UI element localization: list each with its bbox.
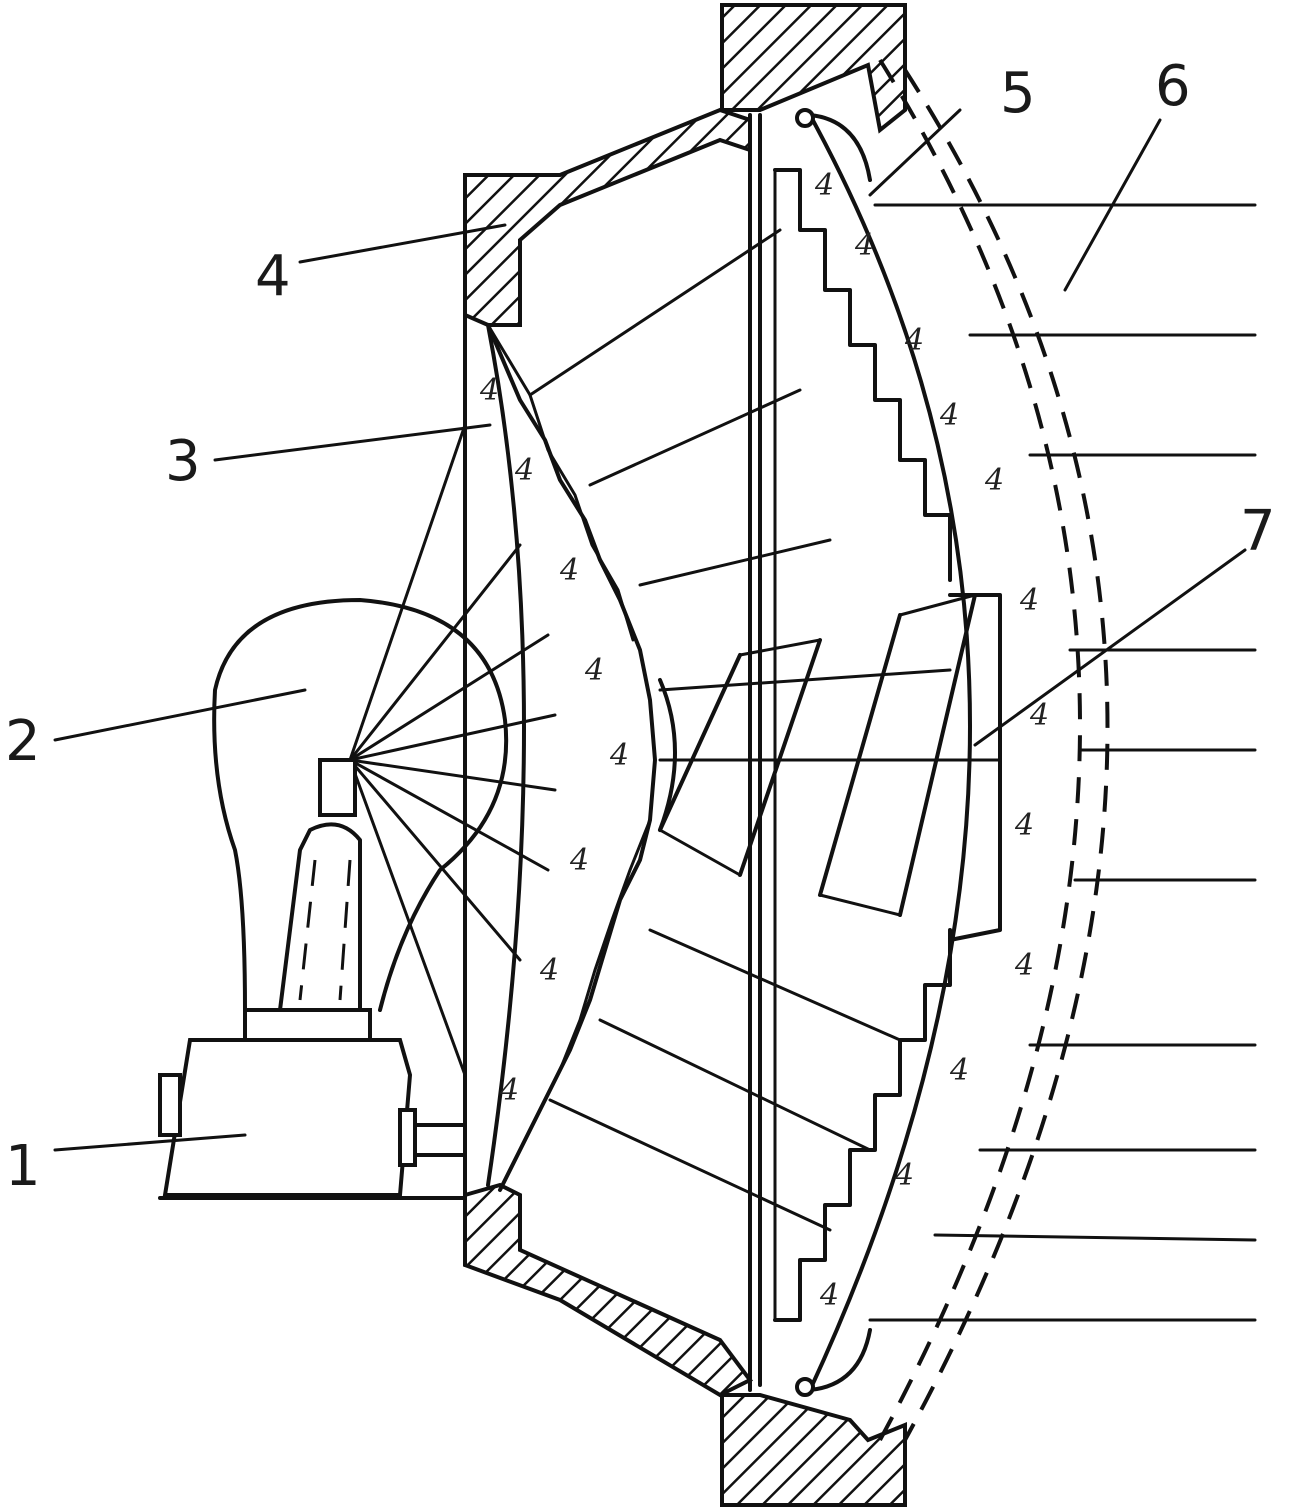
svg-text:4: 4 — [854, 228, 874, 263]
label-3: 3 — [165, 429, 201, 494]
housing-top-left — [463, 107, 752, 327]
svg-text:4: 4 — [499, 1073, 519, 1108]
svg-text:4: 4 — [539, 953, 559, 988]
svg-text:4: 4 — [984, 463, 1004, 498]
label-5: 5 — [1000, 61, 1036, 126]
svg-text:4: 4 — [479, 373, 499, 408]
svg-text:4: 4 — [584, 653, 604, 688]
svg-text:4: 4 — [1014, 808, 1034, 843]
rear-reflector — [486, 323, 657, 1192]
svg-text:4: 4 — [949, 1053, 969, 1088]
callout-numbers: 1 2 3 4 5 6 7 — [5, 54, 1276, 1199]
leader-lines — [53, 108, 1247, 1152]
glass-marks: 4 4 4 4 4 4 4 4 4 4 4 4 4 4 4 4 4 4 4 4 — [479, 168, 1049, 1313]
lamp-bulb — [212, 598, 509, 1057]
svg-text:4: 4 — [819, 1278, 839, 1313]
label-7: 7 — [1240, 499, 1276, 564]
svg-text:4: 4 — [1029, 698, 1049, 733]
svg-text:4: 4 — [514, 453, 534, 488]
label-6: 6 — [1155, 54, 1191, 119]
svg-text:4: 4 — [894, 1158, 914, 1193]
lamp-socket — [158, 1038, 467, 1200]
housing-top-right — [720, 3, 907, 134]
svg-text:4: 4 — [1014, 948, 1034, 983]
label-4: 4 — [255, 244, 291, 309]
step-lens — [773, 168, 952, 1322]
outer-cover — [878, 58, 1110, 1441]
svg-text:4: 4 — [1019, 583, 1039, 618]
svg-text:4: 4 — [569, 843, 589, 878]
svg-text:4: 4 — [559, 553, 579, 588]
svg-text:4: 4 — [939, 398, 959, 433]
housing — [463, 3, 907, 1507]
housing-bottom-right — [720, 1393, 907, 1507]
label-2: 2 — [5, 709, 41, 774]
svg-text:4: 4 — [904, 323, 924, 358]
heating-coil — [658, 593, 1002, 942]
front-lens — [795, 108, 972, 1397]
housing-bottom-left — [463, 1182, 754, 1398]
svg-text:4: 4 — [814, 168, 834, 203]
light-rays — [348, 203, 1257, 1322]
label-1: 1 — [5, 1134, 41, 1199]
svg-text:4: 4 — [609, 738, 629, 773]
